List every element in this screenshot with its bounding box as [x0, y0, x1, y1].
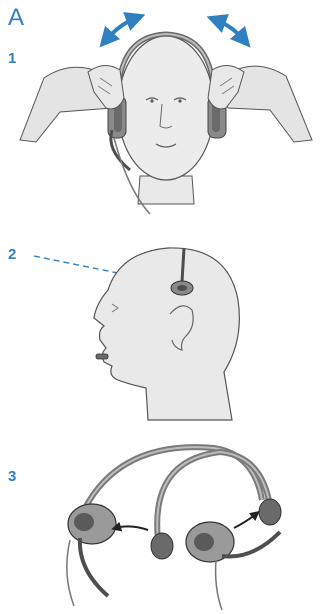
flip-arrow-left [116, 526, 148, 530]
pivot-pad-right [259, 499, 281, 525]
adjust-arrow-right [216, 20, 244, 40]
boom-left [80, 538, 108, 596]
pivot-pad-center [151, 533, 173, 559]
step-3-illustration [67, 447, 281, 610]
step-1-illustration [20, 18, 312, 214]
step-2-illustration [34, 248, 239, 420]
head-front [118, 36, 214, 180]
mic-tip [96, 354, 108, 359]
head-profile [94, 248, 239, 420]
flip-arrow-right [234, 514, 256, 528]
adjust-arrow-left [106, 18, 136, 40]
earpiece-stem [182, 248, 184, 282]
